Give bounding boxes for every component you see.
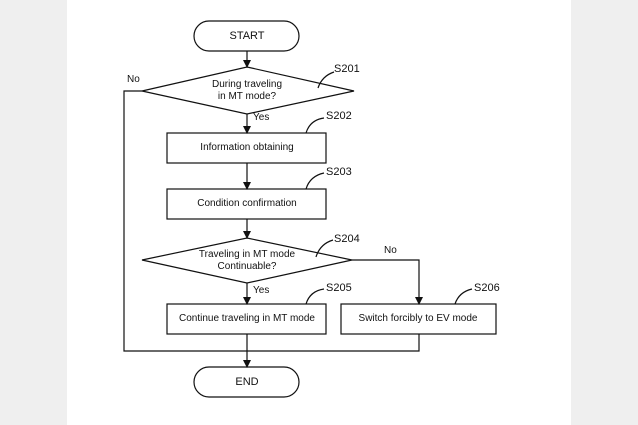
leader-s206 <box>454 288 473 305</box>
s203-text: Condition confirmation <box>197 198 297 209</box>
s202-text: Information obtaining <box>200 142 294 153</box>
leader-s205 <box>305 288 325 305</box>
s201-step-number: S201 <box>334 63 360 75</box>
s204-text-line1: Traveling in MT mode <box>198 249 296 260</box>
diagram-canvas <box>67 0 571 425</box>
s205-text: Continue traveling in MT mode <box>179 313 315 324</box>
leader-s201 <box>317 71 335 89</box>
s206-step-number: S206 <box>474 282 500 294</box>
line-s201-no <box>123 90 247 352</box>
s204-text-line2: Continuable? <box>217 261 277 272</box>
s202-step-number: S202 <box>326 110 352 122</box>
leader-s204 <box>315 239 334 258</box>
s201-yes-label: Yes <box>253 112 270 123</box>
s203-step-number: S203 <box>326 166 352 178</box>
s201-text-line1: During traveling <box>211 79 283 90</box>
leader-s203 <box>305 172 325 190</box>
s201-no-label: No <box>127 74 140 85</box>
arrow-s204-no <box>352 259 423 305</box>
line-s206-to-merge <box>247 334 420 352</box>
leader-s202 <box>305 117 325 134</box>
s206-text: Switch forcibly to EV mode <box>358 313 478 324</box>
s204-yes-label: Yes <box>253 285 270 296</box>
start-label: START <box>229 30 265 42</box>
s204-no-label: No <box>384 245 397 256</box>
end-label: END <box>235 376 259 388</box>
s201-text-line2: in MT mode? <box>217 91 277 102</box>
s205-step-number: S205 <box>326 282 352 294</box>
s204-step-number: S204 <box>334 233 360 245</box>
